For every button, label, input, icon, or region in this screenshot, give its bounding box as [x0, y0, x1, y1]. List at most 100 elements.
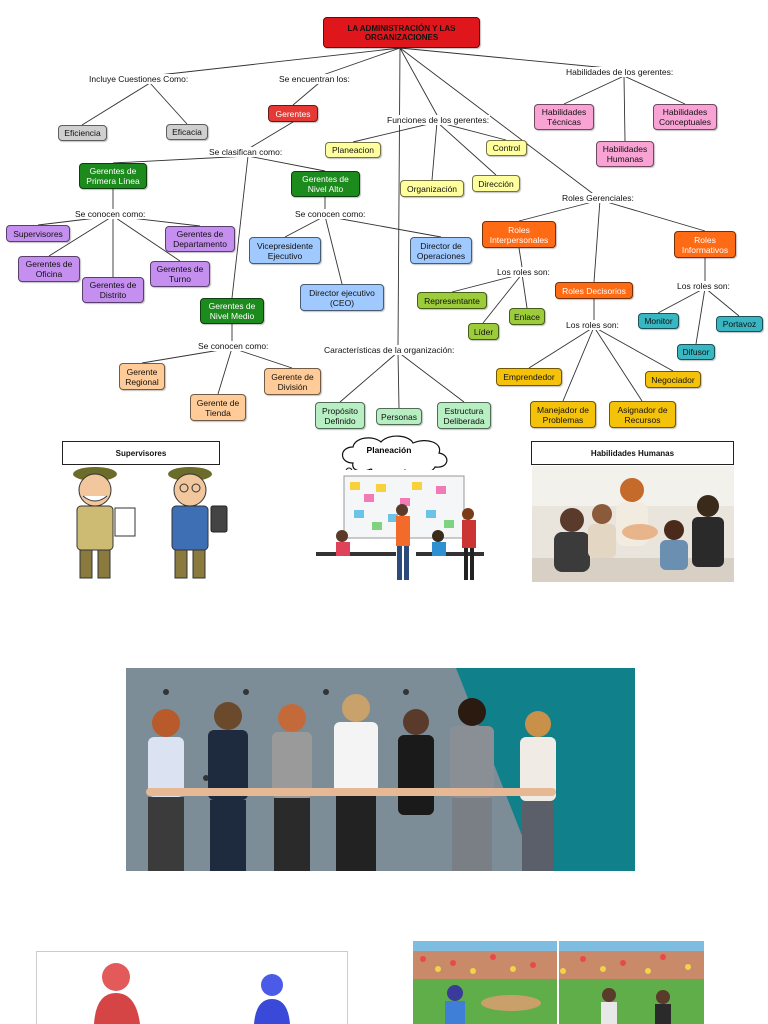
- node-control: Control: [486, 140, 527, 156]
- node-organizacion: Organización: [400, 180, 464, 197]
- connector-line-0: [149, 47, 401, 77]
- connector-line-4: [399, 47, 597, 197]
- connector-lines: [37, 47, 740, 409]
- label-se-conocen-primera: Se conocen como:: [74, 209, 147, 219]
- node-roles-interpersonales: Roles Interpersonales: [482, 221, 556, 248]
- label-habilidades: Habilidades de los gerentes:: [565, 67, 675, 77]
- connector-line-7: [149, 82, 188, 125]
- connector-line-10: [112, 155, 249, 164]
- label-incluye: Incluye Cuestiones Como:: [88, 74, 190, 84]
- node-gerentes-turno: Gerentes de Turno: [150, 261, 210, 287]
- planning-illustration-image: [316, 470, 484, 584]
- node-habilidades-conceptuales: Habilidades Conceptuales: [653, 104, 717, 130]
- connector-line-28: [324, 215, 442, 238]
- node-proposito: Propósito Definido: [315, 402, 365, 429]
- node-vicepresidente: Vicepresidente Ejecutivo: [249, 237, 321, 264]
- node-habilidades-humanas: Habilidades Humanas: [596, 141, 654, 167]
- node-gerentes-departamento: Gerentes de Departamento: [165, 226, 235, 252]
- node-negociador: Negociador: [645, 371, 701, 388]
- node-emprendedor: Emprendedor: [496, 368, 562, 386]
- node-gerentes-distrito: Gerentes de Distrito: [82, 277, 144, 303]
- node-gerente-regional: Gerente Regional: [119, 363, 165, 390]
- connector-line-14: [436, 121, 507, 141]
- node-gerentes-oficina: Gerentes de Oficina: [18, 256, 80, 282]
- supervisor-figure-right: [168, 467, 228, 579]
- node-roles-informativos: Roles Informativos: [674, 231, 736, 258]
- node-nivel-alto: Gerentes de Nivel Alto: [291, 171, 360, 197]
- connector-line-12: [231, 155, 249, 299]
- connector-line-35: [599, 199, 706, 232]
- connector-line-32: [217, 347, 233, 395]
- connector-line-13: [352, 121, 438, 143]
- node-portavoz: Portavoz: [716, 316, 763, 332]
- node-difusor: Difusor: [677, 344, 715, 360]
- connector-line-48: [562, 326, 595, 402]
- node-enlace: Enlace: [509, 308, 545, 325]
- connector-line-3: [399, 47, 619, 70]
- connector-line-19: [623, 75, 626, 142]
- connector-line-36: [593, 199, 601, 283]
- node-primera-linea: Gerentes de Primera Línea: [79, 163, 147, 189]
- node-gerente-tienda: Gerente de Tienda: [190, 394, 246, 421]
- node-gerente-division: Gerente de División: [264, 368, 321, 395]
- supervisors-cartoon-image: [25, 466, 245, 582]
- connector-line-37: [518, 247, 523, 268]
- connector-line-34: [518, 199, 601, 222]
- node-manejador: Manejador de Problemas: [530, 401, 596, 428]
- node-asignador: Asignador de Recursos: [609, 401, 676, 428]
- panel-title-supervisores: Supervisores: [62, 441, 220, 465]
- label-se-encuentran: Se encuentran los:: [278, 74, 351, 84]
- node-eficiencia: Eficiencia: [58, 125, 107, 141]
- label-roles-informativos: Los roles son:: [676, 281, 731, 291]
- connector-line-29: [324, 215, 343, 285]
- label-roles-interpersonales: Los roles son:: [496, 267, 551, 277]
- connector-line-17: [563, 75, 625, 105]
- label-roles-decisorios: Los roles son:: [565, 320, 620, 330]
- team-people: [146, 694, 556, 871]
- team-photo: [126, 668, 635, 871]
- label-funciones: Funciones de los gerentes:: [386, 115, 491, 125]
- connector-line-18: [623, 75, 686, 105]
- connector-line-25: [112, 215, 181, 262]
- label-roles-gerenciales: Roles Gerenciales:: [561, 193, 635, 203]
- label-se-clasifican: Se clasifican como:: [208, 147, 284, 157]
- label-se-conocen-alto: Se conocen como:: [294, 209, 367, 219]
- connector-line-44: [695, 287, 706, 345]
- connector-line-47: [593, 326, 674, 372]
- connector-line-1: [319, 47, 401, 77]
- node-supervisores: Supervisores: [6, 225, 70, 242]
- connector-line-46: [528, 326, 595, 369]
- panel-title-habilidades-humanas: Habilidades Humanas: [531, 441, 734, 465]
- human-skills-photo: [532, 466, 734, 582]
- node-director-operaciones: Director de Operaciones: [410, 237, 472, 264]
- stadium-illustration-image: [413, 941, 704, 1024]
- node-personas: Personas: [376, 408, 422, 425]
- label-caracteristicas: Características de la organización:: [323, 345, 456, 355]
- connector-line-8: [292, 82, 320, 106]
- title-node: LA ADMINISTRACIÓN Y LAS ORGANIZACIONES: [323, 17, 480, 48]
- node-eficacia: Eficacia: [166, 124, 208, 140]
- node-direccion: Dirección: [472, 175, 520, 192]
- people-figures-image: [36, 951, 348, 1024]
- connector-line-6: [81, 82, 151, 126]
- node-nivel-medio: Gerentes de Nivel Medio: [200, 298, 264, 324]
- connector-line-42: [657, 287, 706, 314]
- node-director-ceo: Director ejecutivo (CEO): [300, 284, 384, 311]
- connector-line-15: [431, 121, 438, 181]
- connector-line-33: [231, 347, 293, 369]
- connector-line-43: [704, 287, 740, 317]
- connector-line-40: [482, 273, 523, 324]
- connector-line-9: [247, 121, 294, 150]
- connector-line-27: [284, 215, 326, 238]
- connector-line-39: [521, 273, 528, 309]
- supervisor-figure-left: [73, 467, 136, 579]
- node-estructura: Estructura Deliberada: [437, 402, 491, 429]
- node-representante: Representante: [417, 292, 487, 309]
- connector-line-38: [451, 273, 523, 293]
- node-lider: Líder: [468, 323, 499, 340]
- node-monitor: Monitor: [638, 313, 679, 329]
- connector-line-11: [247, 155, 326, 172]
- connector-line-52: [397, 351, 465, 403]
- node-roles-decisorios: Roles Decisorios: [555, 282, 633, 299]
